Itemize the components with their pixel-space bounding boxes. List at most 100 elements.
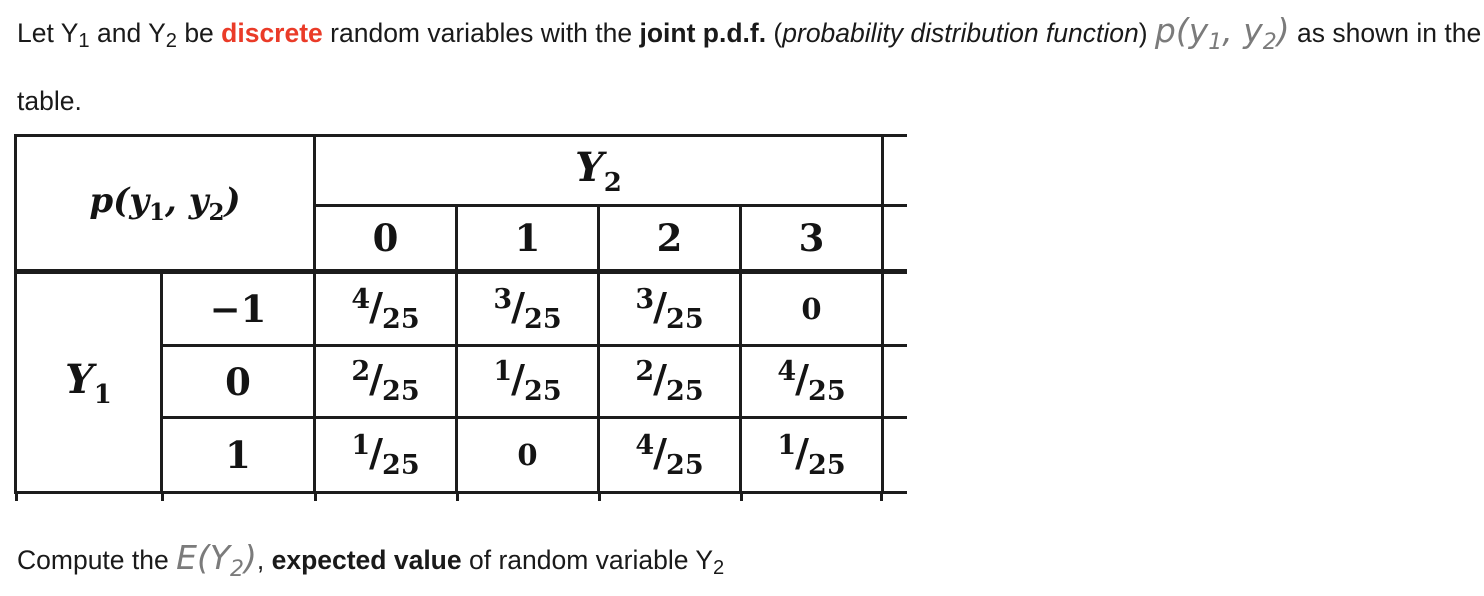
intro-text: random variables with the bbox=[322, 18, 640, 48]
intro-text: and Y bbox=[89, 18, 166, 48]
fraction: 3/25 bbox=[493, 284, 561, 335]
joint-pdf-table: p(y1, y2) Y2 0 1 2 3 Y1 −1 4/25 3/25 3/2… bbox=[14, 134, 909, 503]
math-text: ) bbox=[1276, 11, 1290, 50]
row-header: 1 bbox=[160, 416, 316, 503]
pdf-value-cell: 3/25 bbox=[597, 270, 742, 347]
zero-value: 0 bbox=[801, 292, 822, 326]
numerator: 1 bbox=[777, 429, 797, 461]
pdf-value-cell: 0 bbox=[455, 416, 600, 503]
question-text: of random variable Y bbox=[461, 545, 714, 575]
pdf-value-cell: 1/25 bbox=[455, 344, 600, 419]
fraction: 1/25 bbox=[777, 430, 845, 481]
pdf-value-cell: 0 bbox=[739, 270, 909, 348]
joint-pdf-math-expression: p(y1, y2) bbox=[1154, 11, 1290, 56]
variable-subscript: 1 bbox=[93, 379, 112, 410]
fraction: 2/25 bbox=[635, 356, 703, 407]
fraction-slash: / bbox=[795, 429, 810, 475]
denominator: 25 bbox=[382, 303, 420, 335]
row-variable-header: Y1 bbox=[14, 270, 163, 502]
pdf-value-cell: 4/25 bbox=[739, 344, 909, 421]
fraction-slash: / bbox=[653, 283, 668, 329]
col-variable-header: Y2 bbox=[313, 134, 909, 209]
denominator: 25 bbox=[382, 449, 420, 481]
pdf-value-cell: 1/25 bbox=[739, 416, 909, 503]
joint-pdf-bold: joint p.d.f. bbox=[639, 18, 767, 48]
math-subscript: 1 bbox=[149, 198, 166, 226]
col-header: 0 bbox=[313, 204, 458, 274]
math-subscript: 2 bbox=[208, 198, 225, 226]
fraction: 1/25 bbox=[351, 430, 419, 481]
math-subscript: 1 bbox=[1208, 30, 1223, 55]
pdf-value-cell: 3/25 bbox=[455, 270, 600, 347]
denominator: 25 bbox=[808, 449, 846, 481]
denominator: 25 bbox=[524, 376, 562, 407]
denominator: 25 bbox=[666, 449, 704, 481]
discrete-highlight: discrete bbox=[221, 18, 323, 48]
fraction: 3/25 bbox=[635, 284, 703, 335]
math-text: p(y bbox=[89, 180, 150, 221]
math-text: , y bbox=[165, 180, 209, 221]
math-text: ) bbox=[224, 180, 241, 221]
zero-value: 0 bbox=[517, 438, 538, 472]
fraction-slash: / bbox=[369, 356, 384, 401]
problem-page: Let Y1 and Y2 be discrete random variabl… bbox=[14, 14, 1484, 582]
y1-subscript: 1 bbox=[78, 30, 90, 52]
fraction: 4/25 bbox=[351, 284, 419, 335]
fraction-slash: / bbox=[369, 429, 384, 475]
variable-subscript: 2 bbox=[603, 167, 622, 198]
intro-text: ) bbox=[1138, 18, 1155, 48]
numerator: 3 bbox=[493, 283, 513, 315]
numerator: 4 bbox=[635, 429, 655, 461]
expected-value-bold: expected value bbox=[271, 545, 462, 575]
intro-text: as shown in the bbox=[1289, 18, 1482, 48]
pdf-value-cell: 4/25 bbox=[597, 416, 742, 503]
fraction-slash: / bbox=[369, 283, 384, 329]
fraction-slash: / bbox=[653, 429, 668, 475]
row-header: 0 bbox=[160, 344, 316, 419]
numerator: 4 bbox=[351, 283, 371, 315]
question-text: Compute the bbox=[17, 545, 177, 575]
intro-text: ( bbox=[766, 18, 783, 48]
col-header: 1 bbox=[455, 204, 600, 274]
joint-pdf-table-wrap: p(y1, y2) Y2 0 1 2 3 Y1 −1 4/25 3/25 3/2… bbox=[14, 134, 914, 503]
pdf-value-cell: 4/25 bbox=[313, 270, 458, 347]
variable-name: Y bbox=[65, 355, 94, 403]
numerator: 1 bbox=[493, 356, 513, 387]
problem-statement-line2: table. bbox=[17, 86, 82, 116]
numerator: 4 bbox=[777, 356, 797, 387]
denominator: 25 bbox=[808, 376, 846, 407]
numerator: 2 bbox=[635, 356, 655, 387]
pdf-value-cell: 2/25 bbox=[313, 344, 458, 419]
math-text: p(y bbox=[1154, 11, 1209, 50]
math-text: E(Y bbox=[176, 538, 230, 577]
pdf-expansion-italic: probability distribution function bbox=[782, 18, 1139, 48]
question-text: , bbox=[256, 545, 272, 575]
corner-label-cell: p(y1, y2) bbox=[14, 134, 316, 274]
numerator: 3 bbox=[635, 283, 655, 315]
math-subscript: 2 bbox=[229, 557, 244, 582]
fraction: 1/25 bbox=[493, 356, 561, 407]
problem-statement-line1: Let Y1 and Y2 be discrete random variabl… bbox=[17, 14, 1484, 60]
denominator: 25 bbox=[666, 376, 704, 407]
fraction-slash: / bbox=[653, 356, 668, 401]
fraction: 2/25 bbox=[351, 356, 419, 407]
col-header: 3 bbox=[739, 204, 909, 276]
math-text: ) bbox=[243, 538, 257, 577]
intro-text: Let Y bbox=[17, 18, 79, 48]
question-line: Compute the E(Y2), expected value of ran… bbox=[17, 538, 1484, 582]
intro-text: be bbox=[176, 18, 222, 48]
variable-name: Y bbox=[575, 143, 604, 191]
denominator: 25 bbox=[524, 303, 562, 335]
denominator: 25 bbox=[666, 303, 704, 335]
fraction: 4/25 bbox=[635, 430, 703, 481]
fraction-slash: / bbox=[795, 356, 810, 401]
row-header: −1 bbox=[160, 270, 316, 347]
y2-subscript: 2 bbox=[713, 557, 725, 579]
y2-subscript: 2 bbox=[165, 30, 177, 52]
crop-artifact-line bbox=[880, 491, 883, 501]
col-header: 2 bbox=[597, 204, 742, 274]
fraction-slash: / bbox=[511, 283, 526, 329]
pdf-value-cell: 2/25 bbox=[597, 344, 742, 419]
expected-value-math-expression: E(Y2) bbox=[176, 538, 257, 582]
pdf-value-cell: 1/25 bbox=[313, 416, 458, 503]
